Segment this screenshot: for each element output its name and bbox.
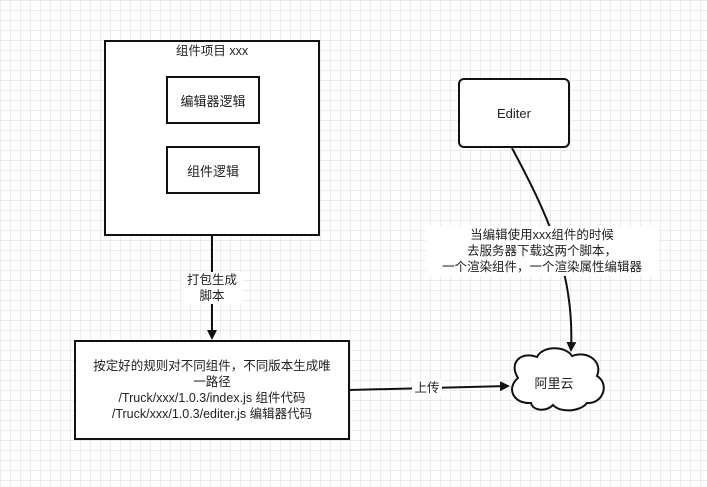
package-label-line: 打包生成 [186,273,237,287]
rules-line: 按定好的规则对不同组件，不同版本生成唯 [93,359,331,373]
editer-label: Editer [497,105,531,121]
upload-label: 上传 [412,380,442,396]
aliyun-cloud-shape [511,347,605,412]
editer-box: Editer [458,78,570,148]
component-logic-box: 组件逻辑 [166,146,260,194]
rules-line: /Truck/xxx/1.0.3/index.js 组件代码 [118,391,306,405]
rules-line: /Truck/xxx/1.0.3/editer.js 编辑器代码 [111,407,313,421]
download-note-line: 一个渲染组件，一个渲染属性编辑器 [441,260,642,274]
rules-box: 按定好的规则对不同组件，不同版本生成唯 一路径 /Truck/xxx/1.0.3… [74,340,350,440]
component-logic-label: 组件逻辑 [186,163,239,179]
download-note-line: 去服务器下载这两个脚本， [466,244,617,258]
package-label: 打包生成 脚本 [182,272,242,304]
download-note: 当编辑使用xxx组件的时候 去服务器下载这两个脚本， 一个渲染组件，一个渲染属性… [426,226,658,276]
editor-logic-label: 编辑器逻辑 [180,93,246,109]
aliyun-label: 阿里云 [534,376,574,391]
download-note-line: 当编辑使用xxx组件的时候 [470,228,614,242]
component-project-box: 组件项目 xxx 编辑器逻辑 组件逻辑 [104,40,320,236]
rules-line: 一路径 [193,375,231,389]
editor-logic-box: 编辑器逻辑 [166,76,260,124]
package-label-line: 脚本 [199,289,225,303]
component-project-title: 组件项目 xxx [175,44,249,58]
